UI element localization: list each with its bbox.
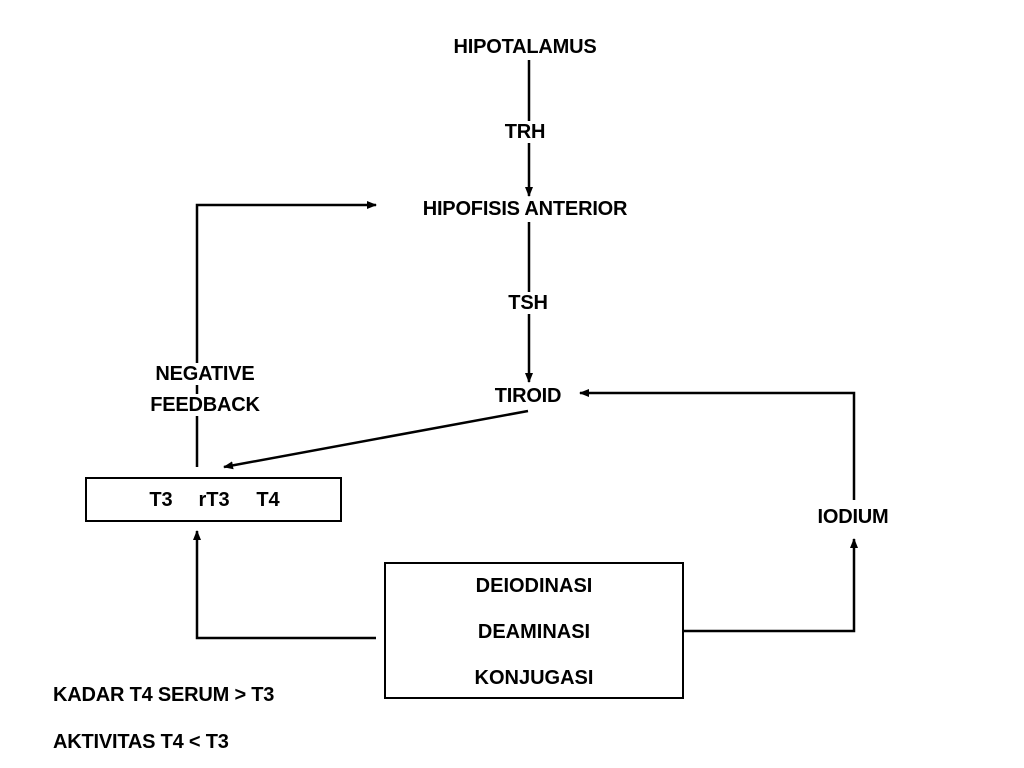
- node-hipofisis-anterior: HIPOFISIS ANTERIOR: [420, 198, 630, 220]
- process-box: DEIODINASI DEAMINASI KONJUGASI: [384, 562, 684, 699]
- node-trh: TRH: [502, 121, 548, 143]
- note-aktivitas-t4: AKTIVITAS T4 < T3: [53, 731, 229, 753]
- negative-feedback-line2: FEEDBACK: [148, 394, 262, 416]
- process-deaminasi: DEAMINASI: [477, 621, 591, 643]
- arrow-process-to-iodium: [684, 538, 858, 633]
- process-konjugasi: KONJUGASI: [474, 667, 594, 689]
- arrow-iodium-to-tiroid: [579, 389, 856, 500]
- negative-feedback-line1: NEGATIVE: [153, 363, 257, 385]
- hormones-box: T3 rT3 T4: [85, 477, 342, 522]
- node-iodium: IODIUM: [815, 506, 891, 528]
- node-negative-feedback: NEGATIVE FEEDBACK: [148, 359, 262, 421]
- arrow-process-to-hormones: [193, 530, 376, 640]
- process-deiodinasi: DEIODINASI: [475, 575, 593, 597]
- hormone-rt3: rT3: [198, 489, 230, 511]
- note-kadar-t4: KADAR T4 SERUM > T3: [53, 684, 275, 706]
- hormone-t3: T3: [149, 489, 173, 511]
- hormone-t4: T4: [256, 489, 280, 511]
- node-tiroid: TIROID: [492, 385, 564, 407]
- arrow-negative-feedback: [195, 201, 377, 467]
- node-hipotalamus: HIPOTALAMUS: [451, 36, 599, 58]
- arrow-tiroid-to-hormones: [223, 409, 529, 470]
- node-tsh: TSH: [506, 292, 550, 314]
